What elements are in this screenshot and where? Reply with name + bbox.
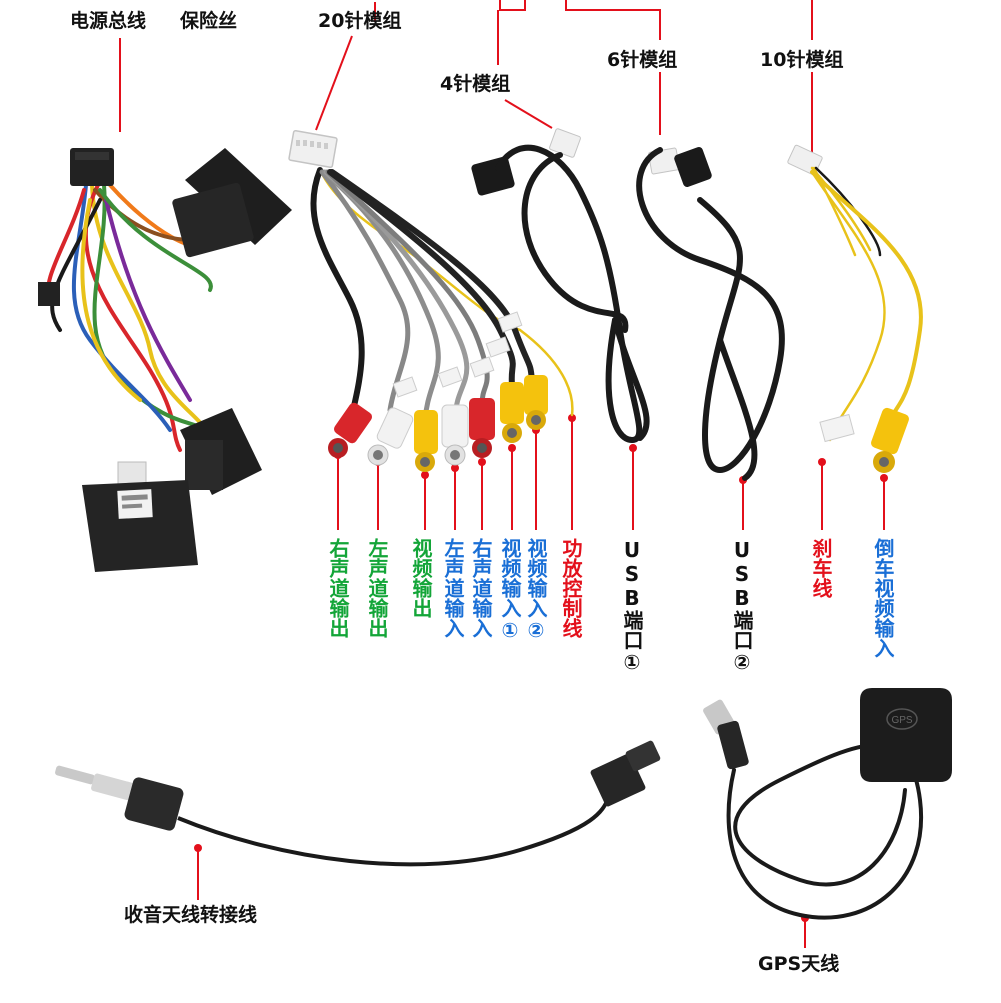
label-left-channel-out: 左声道输出 (365, 538, 389, 638)
gps-puck-logo: GPS (891, 715, 912, 726)
label-power-main: 电源总线 (70, 10, 147, 32)
label-20pin-module: 20针模组 (318, 10, 402, 32)
rca-plug-video-in-1 (500, 382, 524, 443)
label-6pin-module: 6针模组 (607, 49, 678, 71)
radio-antenna-adapter (55, 740, 661, 867)
gps-antenna: GPS (703, 688, 952, 920)
label-reverse-video-in: 倒车视频输入 (871, 538, 895, 658)
label-video-in-1: 视频输入① (498, 538, 522, 642)
rca-plug-video-in-2 (524, 375, 548, 430)
label-4pin-module: 4针模组 (440, 73, 511, 95)
label-amp-control: 功放控制线 (559, 538, 583, 638)
label-video-out: 视频输出 (409, 538, 433, 618)
callout-lines (119, 0, 885, 948)
label-video-in-2: 视频输入② (524, 538, 548, 642)
rca-plug-reverse-video (871, 407, 909, 473)
label-10pin-module: 10针模组 (760, 49, 844, 71)
rca-plug-right-in (469, 398, 495, 458)
label-fuse: 保险丝 (180, 10, 238, 32)
usb-cable-1 (471, 128, 650, 444)
camera-harness (787, 144, 923, 473)
callout-dots (194, 414, 888, 922)
rca-plug-video-out (414, 410, 438, 472)
label-left-channel-in: 左声道输入 (441, 538, 465, 638)
rca-plug-left-out (367, 407, 414, 466)
label-gps-antenna: GPS天线 (758, 953, 840, 975)
power-harness (38, 148, 292, 572)
label-usb-port-2: USB端口② (730, 538, 754, 674)
label-usb-port-1: USB端口① (620, 538, 644, 674)
rca-plug-left-in (441, 404, 469, 466)
rca-plug-right-out (328, 402, 373, 458)
label-brake-wire: 刹车线 (809, 538, 833, 598)
label-right-channel-out: 右声道输出 (326, 538, 350, 638)
label-right-channel-in: 右声道输入 (469, 538, 493, 638)
rca-harness (288, 129, 574, 472)
label-radio-antenna-adapter: 收音天线转接线 (124, 904, 258, 926)
usb-cable-2 (636, 147, 785, 481)
